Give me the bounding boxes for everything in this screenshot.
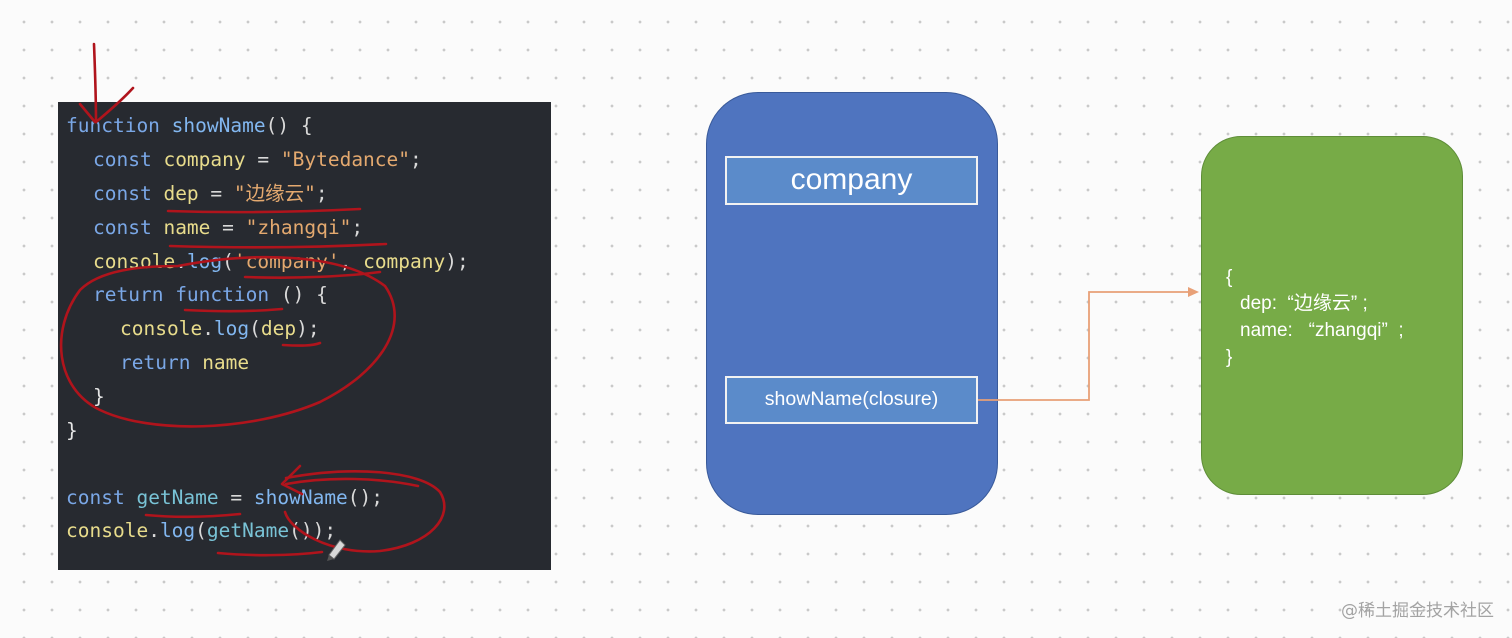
code-token: . [148,519,160,542]
arrowhead-icon [1188,287,1199,297]
code-line: const company = "Bytedance"; [93,143,422,177]
code-token: "Bytedance" [280,148,411,171]
code-line: const dep = "边缘云"; [93,177,328,211]
closure-close-brace: } [1226,347,1233,368]
code-token: getName [206,519,290,542]
code-token: log [159,519,196,542]
closure-dep-entry: dep: “边缘云” ; [1240,293,1368,314]
code-token: const [93,182,164,205]
code-token: = [198,182,234,205]
code-token: ; [315,182,328,205]
code-token: ; [410,148,422,171]
code-token: company [163,148,246,171]
code-token: } [66,419,78,442]
code-token: = [218,486,254,509]
code-token: showName [171,114,266,137]
code-token: console [66,519,149,542]
code-token: name [163,216,211,239]
code-token: = [210,216,246,239]
watermark: @稀土掘金技术社区 [1341,601,1494,621]
closure-object-box [1201,136,1463,495]
company-variable-box: company [725,156,978,205]
code-token: "zhangqi" [245,216,352,239]
code-token: const [93,216,164,239]
code-token: getName [136,486,219,509]
code-token: ); [445,250,469,273]
code-token: const [66,486,137,509]
code-token: const [93,148,164,171]
closure-name-entry: name: “zhangqi” ; [1240,320,1404,341]
code-token: = [245,148,281,171]
code-token: ; [351,216,364,239]
code-line: } [66,414,78,448]
code-token: ( [195,519,207,542]
closure-reference-box: showName(closure) [725,376,978,424]
code-token: () { [265,114,313,137]
code-line: const name = "zhangqi"; [93,211,363,245]
code-token: "边缘云" [233,182,316,205]
code-token: dep [163,182,199,205]
closure-open-brace: { [1226,267,1233,288]
